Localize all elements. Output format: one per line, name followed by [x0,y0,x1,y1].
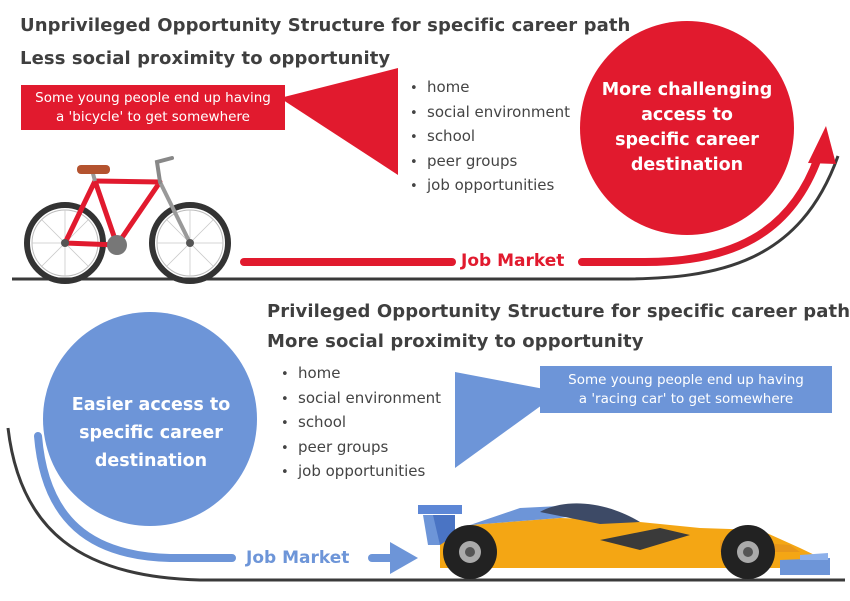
bottom-callout-line-1: Some young people end up having [568,372,804,388]
bottom-subtitle: More social proximity to opportunity [267,331,644,352]
bottom-job-market-arrow-left [34,432,236,562]
top-factor-item: peer groups [410,150,570,175]
top-callout-line-1: Some young people end up having [35,90,271,106]
bottom-circle-line: destination [94,451,208,471]
top-ground-line [12,155,840,281]
bottom-callout-pointer [455,372,560,468]
top-factor-item: home [410,76,570,101]
bottom-factor-list: home social environment school peer grou… [281,362,441,485]
top-circle-line: access to [641,105,733,125]
top-subtitle: Less social proximity to opportunity [20,48,391,69]
bottom-callout-line-2: a 'racing car' to get somewhere [578,391,794,407]
top-arrowhead [808,126,836,164]
bottom-ground-line [6,427,845,582]
bottom-callout-text: Some young people end up having a 'racin… [540,371,832,409]
racing-car-icon [418,503,830,579]
top-destination-circle [580,21,794,235]
bottom-callout-box [540,366,832,413]
top-circle-line: destination [630,155,744,175]
top-title: Unprivileged Opportunity Structure for s… [20,15,631,36]
bicycle-icon [24,156,231,284]
bottom-circle-line: Easier access to [71,395,231,415]
bottom-arrowhead [390,542,418,574]
bottom-destination-circle [43,312,257,526]
top-factor-item: social environment [410,101,570,126]
bottom-title: Privileged Opportunity Structure for spe… [267,301,850,322]
bottom-factor-item: home [281,362,441,387]
bottom-factor-item: job opportunities [281,460,441,485]
top-callout-line-2: a 'bicycle' to get somewhere [55,109,250,125]
top-circle-line: specific career [615,130,759,150]
top-circle-line: More challenging [601,80,773,100]
bottom-factor-item: peer groups [281,436,441,461]
bottom-factor-item: school [281,411,441,436]
top-job-market-arrow-right [578,154,822,266]
top-callout-box [21,85,285,130]
top-circle-text: More challenging access to specific care… [580,78,794,178]
top-factor-item: school [410,125,570,150]
bottom-circle-line: specific career [79,423,223,443]
bottom-factor-item: social environment [281,387,441,412]
bottom-circle-text: Easier access to specific career destina… [44,391,258,475]
top-callout-pointer [280,68,398,175]
bottom-job-market-label: Job Market [246,548,350,568]
top-callout-text: Some young people end up having a 'bicyc… [21,89,285,127]
top-factor-list: home social environment school peer grou… [410,76,570,199]
top-job-market-label: Job Market [461,251,565,271]
top-factor-item: job opportunities [410,174,570,199]
